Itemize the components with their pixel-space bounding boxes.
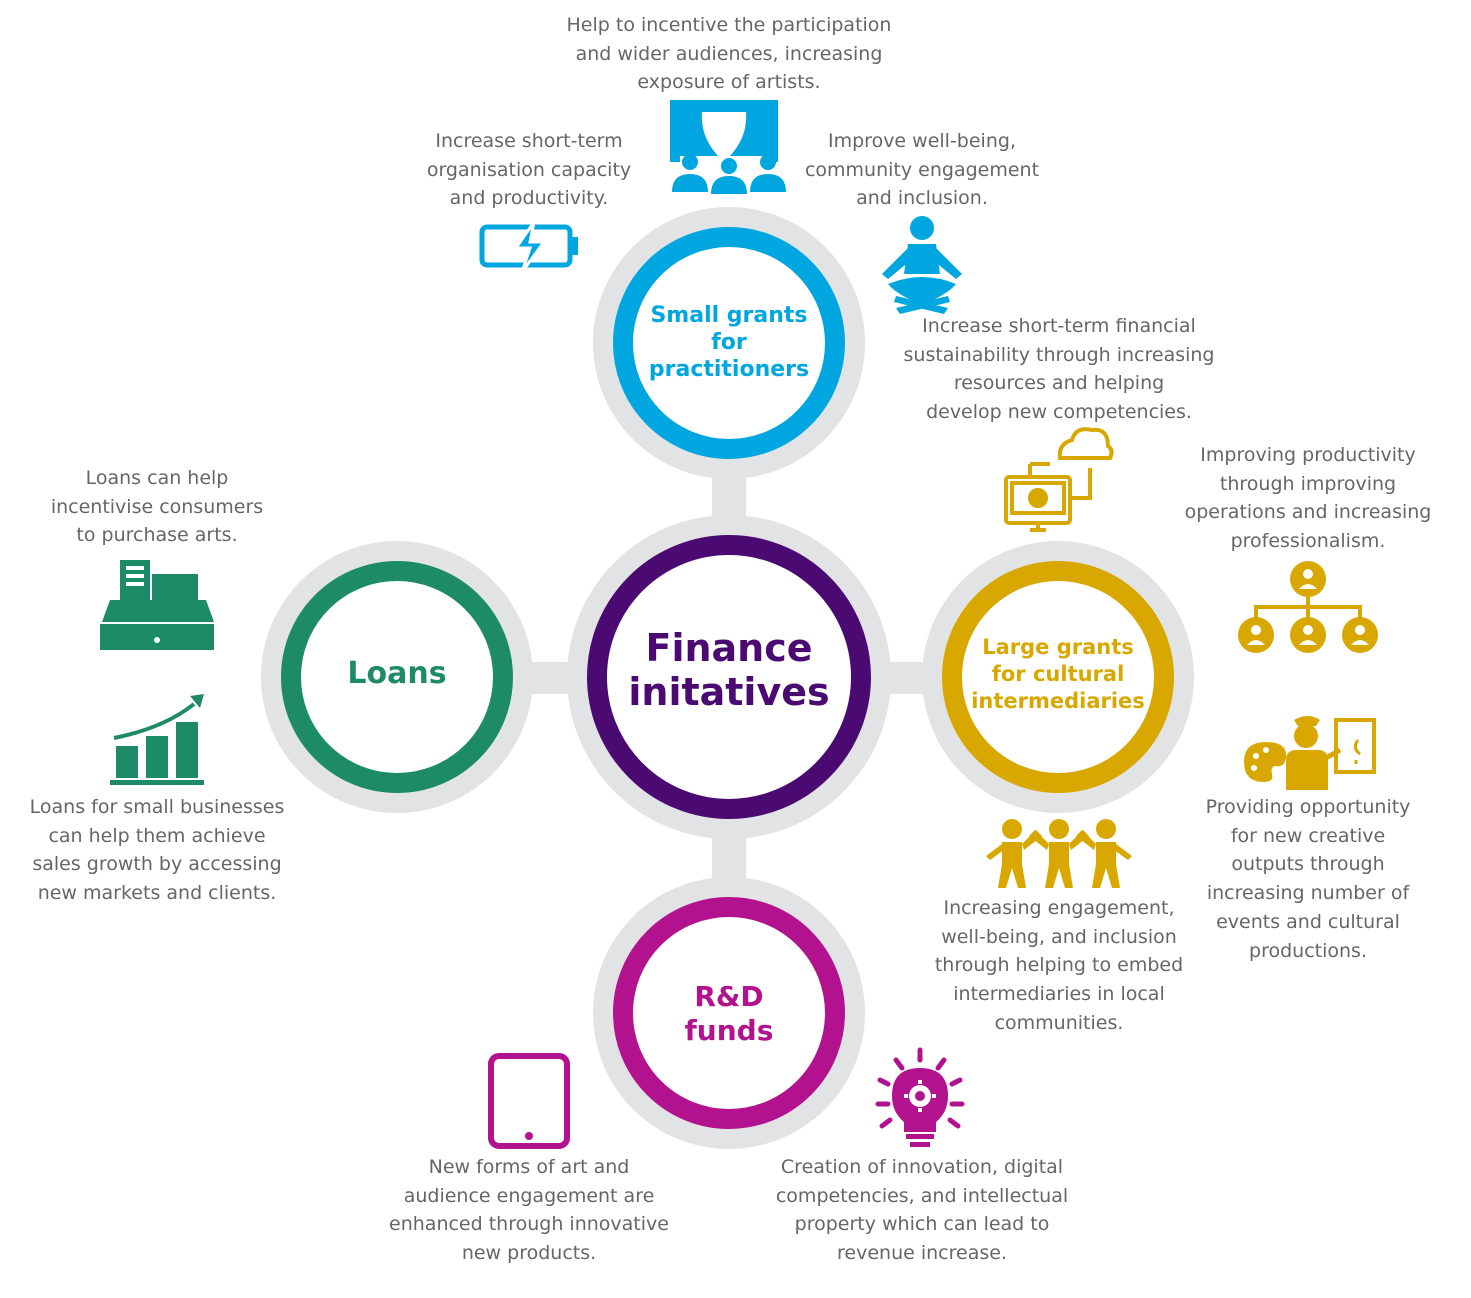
ring-small-grants: [613, 227, 845, 459]
ring-center: [587, 535, 871, 819]
growth-chart-icon: [110, 694, 204, 785]
outcome-new-forms: New forms of art and audience engagement…: [389, 1156, 669, 1265]
outcome-capacity: Increase short-term organisation capacit…: [426, 130, 632, 210]
outcome-sales-growth: Loans for small businesses can help them…: [29, 796, 285, 905]
rd-funds-label: R&D funds: [684, 980, 774, 1047]
people-holding-hands-icon: [986, 819, 1132, 888]
outcome-wellbeing: Improve well-being, community engagement…: [804, 130, 1040, 210]
org-chart-icon: [1238, 561, 1378, 653]
small-grants-label: Small grants for practitioners: [648, 303, 810, 382]
tablet-icon: [488, 1053, 570, 1149]
outcome-creative-outputs: Providing opportunity for new creative o…: [1205, 796, 1411, 962]
center-label: Finance initatives: [628, 626, 830, 714]
outcome-financial-sustainability: Increase short-term financial sustainabi…: [903, 315, 1215, 424]
ring-loans: [281, 561, 513, 793]
idea-bulb-gear-icon: [875, 1047, 965, 1147]
ring-large-grants: [942, 561, 1174, 793]
painter-icon: [1244, 716, 1376, 790]
outcome-engagement: Increasing engagement, well-being, and i…: [934, 897, 1184, 1034]
loans-label: Loans: [347, 656, 447, 691]
outcome-participation: Help to incentive the participation and …: [566, 14, 892, 94]
cloud-upload-computer-icon: [1004, 427, 1114, 532]
ring-rd-funds: [613, 897, 845, 1129]
theatre-audience-icon: [670, 100, 786, 194]
outcome-innovation: Creation of innovation, digital competen…: [775, 1156, 1069, 1265]
large-grants-label: Large grants for cultural intermediaries: [971, 635, 1145, 713]
cash-register-icon: [100, 560, 214, 650]
outcome-consumers: Loans can help incentivise consumers to …: [50, 467, 264, 547]
outcome-productivity: Improving productivity through improving…: [1184, 444, 1432, 553]
battery-charging-icon: [479, 221, 578, 273]
meditation-icon: [882, 216, 962, 314]
